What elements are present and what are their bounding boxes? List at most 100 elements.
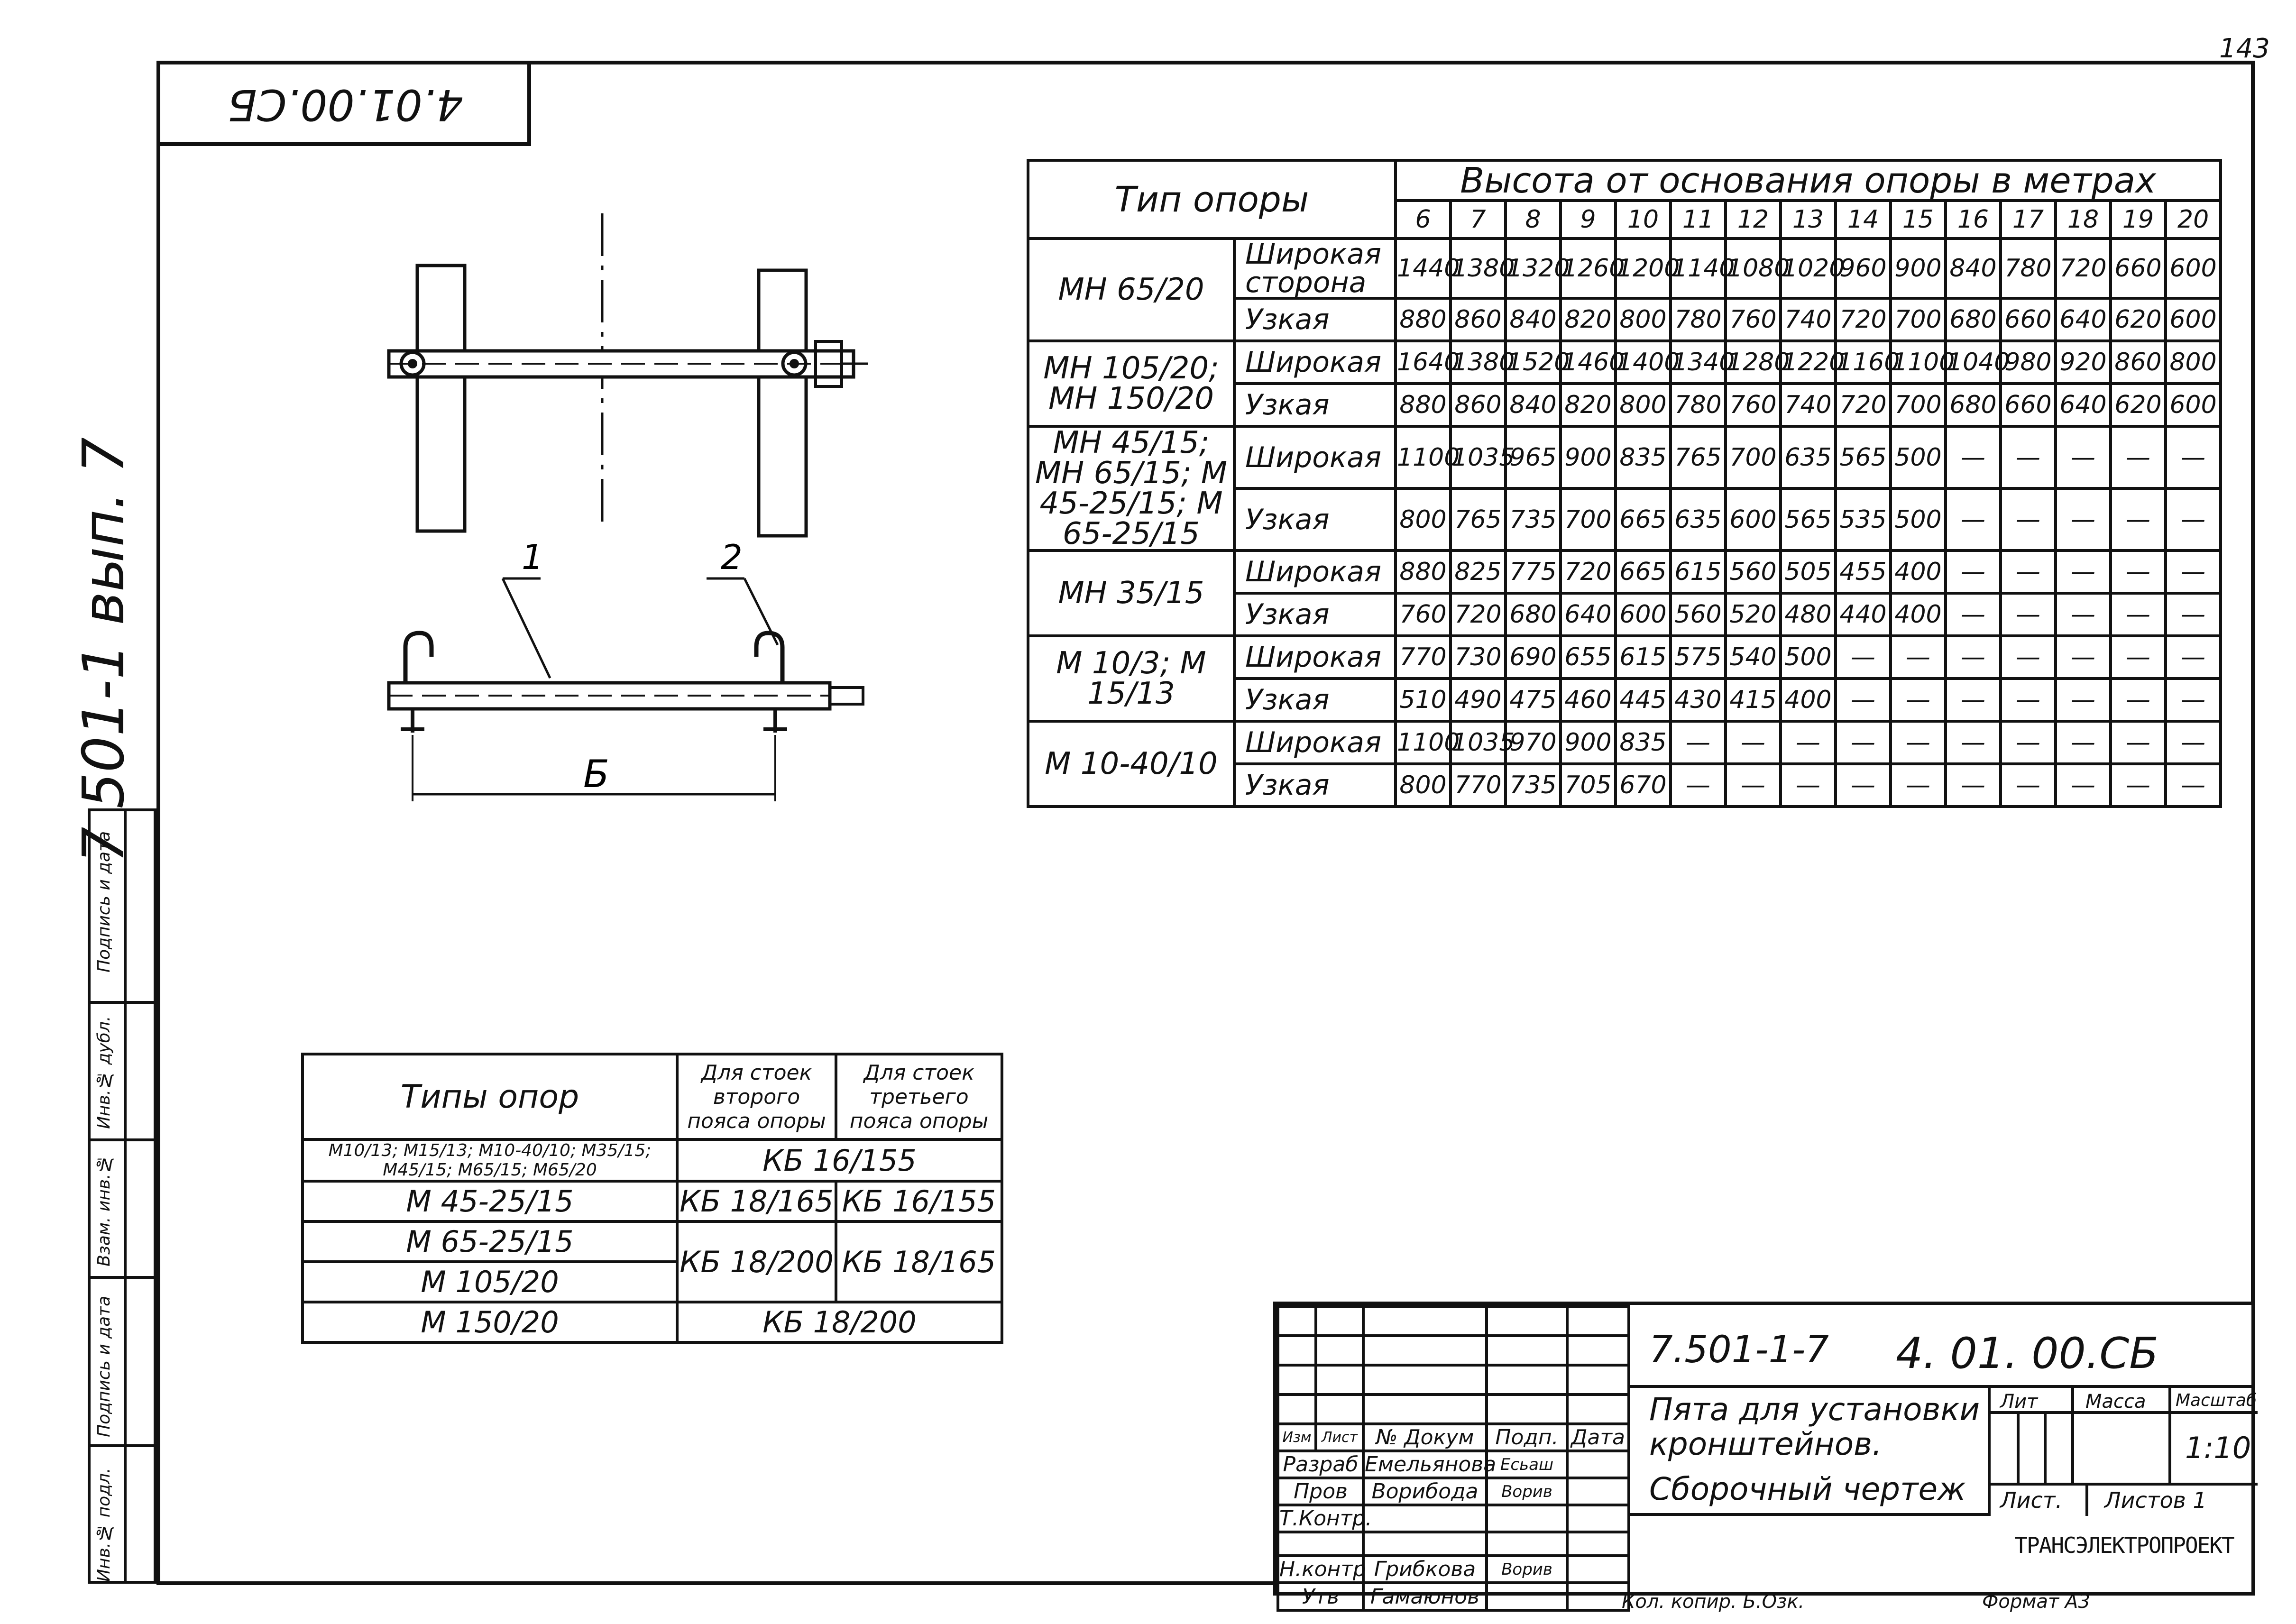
height-value: 500: [1889, 487, 1947, 552]
signature: Есьаш: [1485, 1450, 1569, 1479]
col-sign: Подп.: [1485, 1422, 1569, 1452]
height-value: 440: [1834, 592, 1892, 637]
height-value: —: [2164, 425, 2223, 490]
height-cell: 10: [1614, 199, 1672, 240]
signature: [1485, 1504, 1569, 1533]
height-value: 965: [1504, 425, 1562, 490]
heights-row: 6 7 8 9 10 11 12 13 14 15 16 17 18 19 20: [1028, 199, 2223, 240]
signature: [1485, 1531, 1569, 1557]
col-list: Лист: [1314, 1422, 1365, 1452]
lit-label: Лит: [2000, 1391, 2038, 1413]
height-value: 1340: [1669, 339, 1735, 385]
height-value: 520: [1724, 592, 1782, 637]
top-stamp-box: 4.01.00.СБ: [156, 61, 531, 146]
height-value: 615: [1669, 549, 1727, 595]
bracket-row: М 45-25/15 КБ 18/165 КБ 16/155: [301, 1180, 1003, 1223]
bracket-row: М 65-25/15 КБ 18/200 КБ 18/165: [301, 1220, 1003, 1303]
height-value: —: [1889, 720, 1947, 765]
height-value: 800: [1394, 487, 1452, 552]
bracket-type: М 150/20: [301, 1301, 679, 1344]
height-value: —: [1779, 762, 1837, 808]
height-value: 920: [2054, 339, 2112, 385]
height-value: 720: [2054, 237, 2112, 300]
height-value: —: [2109, 592, 2167, 637]
height-value: —: [2164, 677, 2223, 723]
height-value: —: [1724, 762, 1782, 808]
height-value: 680: [1944, 297, 2002, 342]
height-value: 665: [1614, 549, 1672, 595]
height-value: 840: [1944, 237, 2002, 300]
height-value: —: [2054, 762, 2112, 808]
height-value: 1200: [1614, 237, 1680, 300]
height-cell: 18: [2054, 199, 2112, 240]
height-value: 765: [1449, 487, 1507, 552]
height-value: —: [1724, 720, 1782, 765]
height-value: 1380: [1449, 237, 1515, 300]
bracket-type: М 65-25/15: [301, 1220, 679, 1263]
height-table: Тип опоры Высота от основания опоры в ме…: [1027, 159, 2223, 808]
signature-row: [1277, 1531, 1630, 1557]
height-value: 1440: [1394, 237, 1460, 300]
bracket-type: М 105/20: [301, 1260, 679, 1303]
signature-row: Н.контр Грибкова Ворив: [1277, 1554, 1630, 1584]
height-value: 560: [1669, 592, 1727, 637]
height-value: 660: [2109, 237, 2167, 300]
height-value: 820: [1559, 382, 1617, 428]
height-cell: 7: [1449, 199, 1507, 240]
height-value: —: [1889, 762, 1947, 808]
height-value: —: [1944, 634, 2002, 680]
person: [1362, 1504, 1488, 1533]
height-value: 635: [1669, 487, 1727, 552]
height-cell: 14: [1834, 199, 1892, 240]
height-value: —: [2054, 677, 2112, 723]
side-code: 7 501-1 вып. 7: [71, 437, 137, 863]
height-value: 760: [1724, 297, 1782, 342]
height-value: —: [1669, 720, 1727, 765]
height-value: 1220: [1779, 339, 1845, 385]
height-value: 705: [1559, 762, 1617, 808]
height-header: Высота от основания опоры в метрах: [1394, 159, 2223, 202]
height-value: 780: [1669, 297, 1727, 342]
height-value: —: [2109, 549, 2167, 595]
role: Утв: [1277, 1581, 1365, 1612]
side-stamp-label-3: Взам. инв.№: [94, 1154, 114, 1266]
bracket-value: КБ 18/165: [835, 1220, 1003, 1303]
height-value: 840: [1504, 297, 1562, 342]
person: Ворибода: [1362, 1477, 1488, 1506]
side-label: Узкая: [1233, 382, 1397, 428]
height-value: 640: [1559, 592, 1617, 637]
signature: Ворив: [1485, 1554, 1569, 1584]
height-value: 720: [1834, 297, 1892, 342]
height-value: 860: [1449, 297, 1507, 342]
side-label: Широкая: [1233, 339, 1397, 385]
height-value: 575: [1669, 634, 1727, 680]
side-label: Узкая: [1233, 592, 1397, 637]
bolt-left-plan: [399, 350, 426, 377]
role: Пров: [1277, 1477, 1365, 1506]
bracket-row: М 105/20: [301, 1260, 1002, 1303]
bracket-value: КБ 16/155: [676, 1138, 1003, 1183]
height-value: 880: [1394, 382, 1452, 428]
bottom-note-right: Формат А3: [1982, 1591, 2090, 1613]
height-value: 400: [1889, 549, 1947, 595]
height-value: 720: [1449, 592, 1507, 637]
height-cell: 17: [1999, 199, 2057, 240]
height-value: 800: [2164, 339, 2223, 385]
assembly-drawing: 1 2 Б: [387, 213, 868, 801]
side-label: Узкая: [1233, 677, 1397, 723]
height-value: 505: [1779, 549, 1837, 595]
post-left: [415, 264, 467, 533]
side-label: Узкая: [1233, 487, 1397, 552]
height-value: 740: [1779, 382, 1837, 428]
height-value: 1040: [1944, 339, 2010, 385]
height-value: 455: [1834, 549, 1892, 595]
height-value: 500: [1889, 425, 1947, 490]
height-value: 835: [1614, 720, 1672, 765]
height-value: 1400: [1614, 339, 1680, 385]
height-value: 1520: [1504, 339, 1570, 385]
height-value: 825: [1449, 549, 1507, 595]
